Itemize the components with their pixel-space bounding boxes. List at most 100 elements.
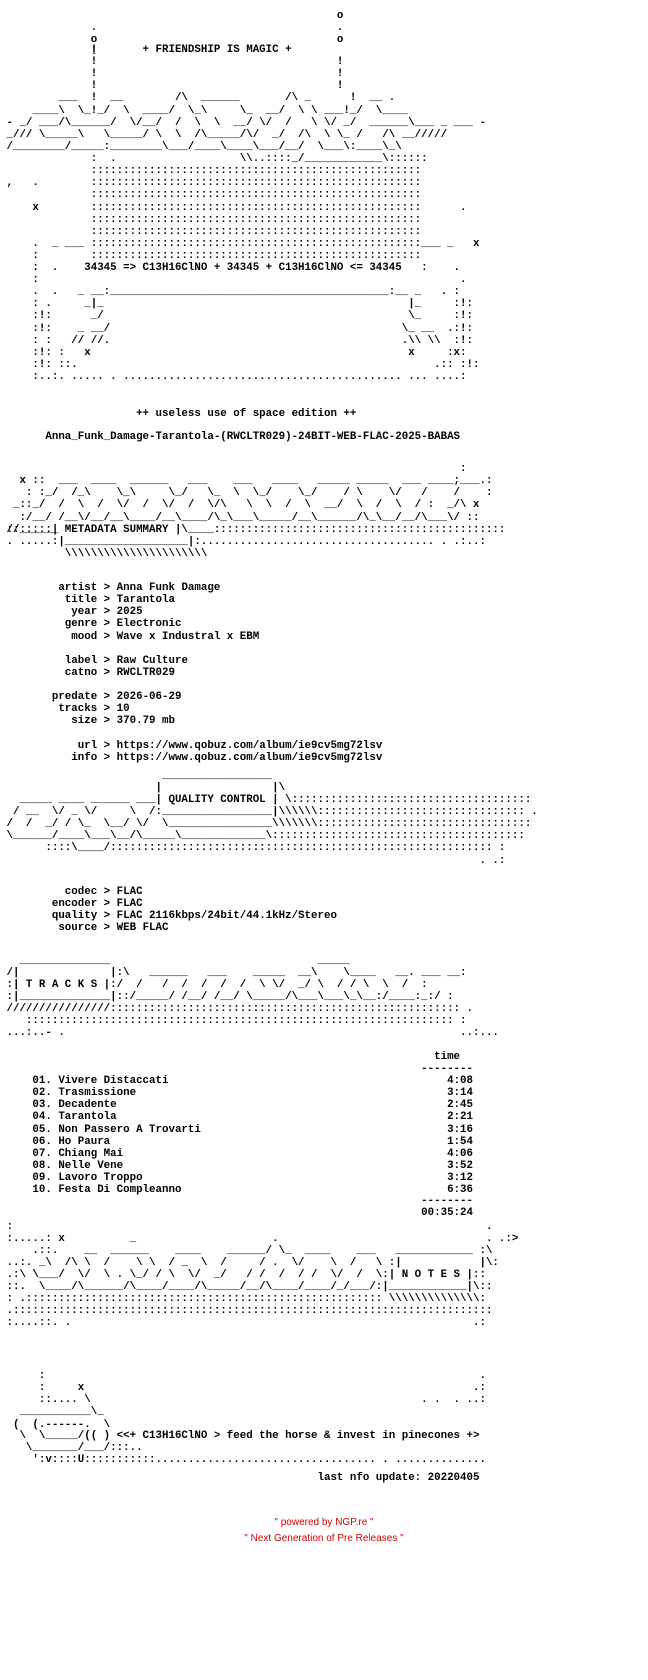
closing-signature: <<+ C13H16ClNO > feed the horse & invest…	[116, 1430, 480, 1442]
tracks-total: 00:35:24	[421, 1207, 473, 1220]
track-number: 08.	[0, 1159, 52, 1172]
quality-field-value: FLAC	[116, 898, 143, 911]
track-title: Trasmissione	[51, 1087, 137, 1100]
track-row: 02. Trasmissione 3:14	[0, 1087, 473, 1099]
metadata-title-line: :::::::| METADATA SUMMARY |\____::::::::…	[0, 524, 506, 536]
last-update: last nfo update: 20220405	[317, 1472, 480, 1484]
quality-fields: codec > FLAC encoder > FLAC quality > FL…	[0, 886, 337, 935]
metadata-field-key: url	[0, 739, 98, 752]
metadata-field-key: info	[0, 751, 98, 764]
release-name: Anna_Funk_Damage-Tarantola-(RWCLTR029)-2…	[45, 431, 461, 443]
metadata-fields: artist > Anna Funk Damage title > Tarant…	[0, 582, 383, 764]
track-row: 10. Festa Di Compleanno 6:36	[0, 1184, 473, 1196]
metadata-field-value: 10	[116, 703, 130, 716]
edition-line: ++ useless use of space edition ++	[0, 408, 648, 420]
tracks-time-header: time	[434, 1051, 461, 1063]
track-title: Tarantola	[51, 1111, 117, 1124]
track-title: Ho Paura	[51, 1135, 111, 1148]
tracks-list: 01. Vivere Distaccati 4:08 02. Trasmissi…	[0, 1075, 648, 1196]
track-time: 3:14	[136, 1087, 473, 1100]
track-row: 05. Non Passero A Trovarti 3:16	[0, 1124, 473, 1136]
last-update-line: last nfo update: 20220405	[0, 1472, 648, 1484]
header-bridge-art: : . . . _ __:___________________________…	[32, 274, 480, 383]
metadata-field-value: https://www.qobuz.com/album/ie9cv5mg72ls…	[116, 751, 383, 764]
quality-title-line: _____ ____ ______ ___| QUALITY CONTROL |…	[0, 794, 532, 806]
quality-field-key: encoder	[0, 898, 98, 911]
metadata-field-key: artist	[0, 582, 98, 594]
track-title: Vivere Distaccati	[51, 1075, 169, 1087]
release-name-line: Anna_Funk_Damage-Tarantola-(RWCLTR029)-2…	[0, 431, 648, 443]
track-title: Non Passero A Trovarti	[51, 1123, 201, 1136]
metadata-field-value: 2025	[116, 606, 143, 619]
track-time: 1:54	[110, 1135, 474, 1148]
footer-powered-by: " powered by NGP.re "	[274, 1517, 374, 1528]
track-number: 05.	[0, 1123, 52, 1136]
metadata-header-art: : x :: ___ ____ ______ ___ ___ ____ ____…	[6, 463, 493, 536]
metadata-field-key: label	[0, 654, 98, 667]
track-title: Nelle Vene	[51, 1159, 124, 1172]
edition-text: ++ useless use of space edition ++	[136, 408, 357, 420]
header-tagline-line: ! + FRIENDSHIP IS MAGIC +	[0, 44, 292, 56]
header-logo-art: o . . o o !	[90, 10, 344, 59]
metadata-field-value: Wave x Industral x EBM	[116, 630, 260, 643]
tracks-total-line: -------- 00:35:24	[421, 1195, 473, 1220]
metadata-field-key: predate	[0, 691, 98, 704]
metadata-field-key: catno	[0, 666, 98, 679]
closing-art-bottom: \_______/___/:::.. ':v::::U:::::::::::..…	[25, 1442, 486, 1467]
tracks-art-body: :|______________|::/_____/ /__/ /__/ \__…	[6, 991, 499, 1040]
notes-art-body: ::. \____/\______/\____/____/\_____/__/\…	[6, 1281, 493, 1330]
tracks-section-title: T R A C K S	[25, 979, 98, 991]
track-time: 3:12	[142, 1172, 474, 1184]
closing-art: : . : x .: ::.... \	[12, 1370, 486, 1431]
metadata-field-key: genre	[0, 618, 98, 631]
quality-field-key: source	[0, 922, 98, 935]
track-row: 06. Ho Paura 1:54	[0, 1136, 473, 1148]
quality-field-value: WEB FLAC	[116, 922, 169, 935]
track-time: 3:16	[200, 1123, 474, 1136]
track-title: Lavoro Troppo	[51, 1172, 143, 1184]
track-time: 4:08	[168, 1075, 474, 1087]
tracks-title-line: :| T R A C K S |:/ / / / / / / \ \/ _/ \…	[0, 979, 428, 991]
metadata-section-title: METADATA SUMMARY	[64, 524, 169, 536]
metadata-field-key: title	[0, 594, 98, 607]
notes-section-title: N O T E S	[401, 1269, 461, 1281]
header-tagline: + FRIENDSHIP IS MAGIC +	[142, 44, 292, 56]
quality-field-key: quality	[0, 910, 98, 923]
metadata-field-key: mood	[0, 630, 98, 643]
track-row: 09. Lavoro Troppo 3:12	[0, 1172, 473, 1184]
quality-field-key: codec	[0, 886, 98, 898]
quality-field-value: FLAC	[116, 886, 143, 898]
track-row: 04. Tarantola 2:21	[0, 1111, 473, 1123]
track-number: 07.	[0, 1147, 52, 1160]
track-number: 06.	[0, 1135, 52, 1148]
footer-tagline: " Next Generation of Pre Releases "	[244, 1533, 404, 1544]
track-row: 01. Vivere Distaccati 4:08	[0, 1075, 473, 1087]
track-title: Decadente	[51, 1099, 117, 1112]
header-banner-art: ! ! ! ! ! ! ___ ! __ /\ ______ /\ _	[6, 56, 486, 275]
metadata-field-value: Raw Culture	[116, 654, 188, 667]
header-formula: 34345 => C13H16ClNO + 34345 + C13H16ClNO…	[84, 262, 402, 274]
track-title: Chiang Mai	[51, 1147, 124, 1160]
track-time: 2:21	[116, 1111, 473, 1124]
metadata-field-value: RWCLTR029	[116, 666, 175, 679]
metadata-field-key: tracks	[0, 703, 98, 716]
tracks-header-art: ______________ _____ /| |:\ ______ ___ _…	[6, 955, 467, 992]
track-number: 10.	[0, 1184, 52, 1197]
metadata-field-value: Anna Funk Damage	[116, 582, 221, 594]
track-row: 07. Chiang Mai 4:06	[0, 1148, 473, 1160]
metadata-field-value: Electronic	[116, 618, 182, 631]
quality-field-value: FLAC 2116kbps/24bit/44.1kHz/Stereo	[116, 910, 337, 923]
track-number: 03.	[0, 1099, 52, 1112]
track-time: 3:52	[123, 1159, 474, 1172]
track-row: 03. Decadente 2:45	[0, 1099, 473, 1111]
quality-header-art: _________________ | |\	[155, 770, 286, 795]
header-formula-line: : . 34345 => C13H16ClNO + 34345 + C13H16…	[0, 262, 428, 274]
track-number: 09.	[0, 1172, 52, 1184]
quality-section-title: QUALITY CONTROL	[168, 794, 266, 806]
track-title: Festa Di Compleanno	[51, 1184, 182, 1197]
track-number: 01.	[0, 1075, 52, 1087]
track-number: 02.	[0, 1087, 52, 1100]
metadata-field-value: https://www.qobuz.com/album/ie9cv5mg72ls…	[116, 739, 383, 752]
quality-art-body: / __ \/ _ \/ \ /:_________________|\\\\\…	[6, 806, 538, 867]
track-time: 2:45	[116, 1099, 473, 1112]
